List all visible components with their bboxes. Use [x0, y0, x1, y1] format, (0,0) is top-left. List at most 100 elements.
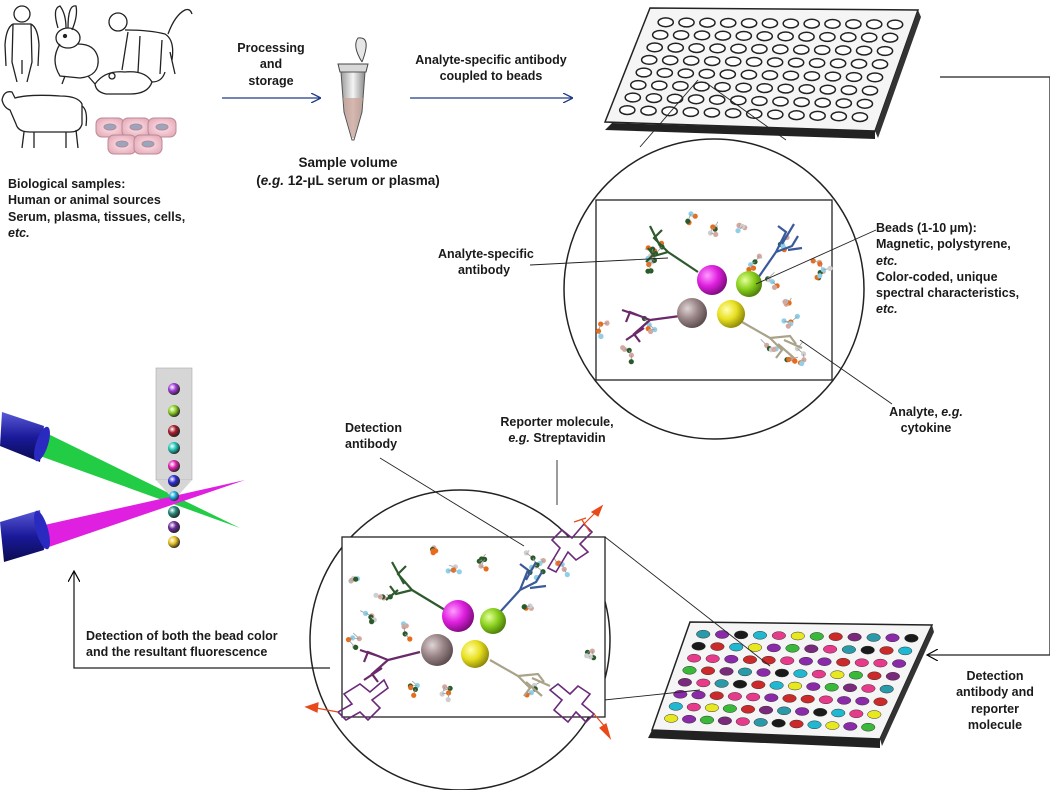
plate-well	[879, 684, 894, 694]
molecule-atom	[652, 327, 658, 333]
bead-yellow-bottom	[461, 640, 489, 668]
molecule-atom	[373, 592, 379, 598]
plate-well	[824, 682, 839, 692]
molecule-atom	[377, 594, 383, 600]
plate-well	[860, 645, 875, 655]
plate-well	[691, 690, 706, 700]
plate-well	[729, 95, 747, 106]
bead-magenta-top	[697, 265, 727, 295]
plate-well	[898, 646, 913, 656]
plate-well	[752, 631, 768, 640]
plate-well	[848, 670, 863, 680]
plate-well	[860, 32, 878, 43]
molecule-atom	[648, 328, 654, 335]
bead-magenta-bottom	[442, 600, 474, 632]
plate-well	[740, 69, 758, 80]
mouse-icon	[94, 71, 166, 95]
well-plate-bottom	[648, 621, 934, 748]
plate-well	[798, 656, 813, 666]
cells-icon	[95, 117, 177, 155]
plate-well	[699, 17, 716, 28]
plate-well	[661, 55, 679, 66]
pointer-analyte	[799, 339, 893, 405]
molecule-atom	[817, 273, 823, 279]
cow-icon	[1, 91, 88, 149]
plate-well	[824, 18, 841, 30]
plate-well	[855, 696, 870, 706]
molecule-atom	[353, 644, 359, 651]
plate-well	[682, 666, 697, 675]
plate-well	[830, 111, 848, 122]
plate-well	[667, 42, 685, 53]
plate-well	[850, 58, 868, 69]
plate-well	[727, 692, 742, 701]
plate-well	[777, 31, 794, 42]
plate-well	[709, 43, 726, 54]
plate-well	[730, 43, 747, 54]
plate-well	[892, 659, 907, 668]
plate-well	[777, 706, 792, 716]
reporter-marker-icon	[304, 504, 612, 741]
plate-well	[828, 632, 843, 641]
plate-well	[839, 32, 857, 43]
plate-well	[823, 644, 838, 654]
plate-well	[682, 106, 700, 118]
plate-well	[803, 18, 821, 29]
detection-both-label: Detection of both the bead color and the…	[86, 629, 278, 660]
plate-well	[666, 93, 684, 104]
analyte-antibody-label: Analyte-specific antibody	[438, 247, 534, 278]
zoom-line-bottom-1	[604, 536, 771, 667]
plate-well	[677, 678, 692, 687]
plate-well	[682, 55, 700, 66]
plate-well	[818, 695, 833, 705]
plate-well	[808, 57, 826, 69]
molecule-atom	[685, 218, 691, 224]
plate-well	[790, 631, 805, 641]
plate-well	[635, 67, 653, 78]
flow-bead	[168, 425, 180, 437]
antibody-bottom-green	[499, 561, 547, 613]
plate-well	[700, 666, 716, 676]
flow-bead	[168, 536, 180, 548]
processing-label: Processing and storage	[237, 41, 305, 88]
plate-well	[845, 18, 862, 30]
plate-well	[729, 642, 744, 652]
plate-well	[735, 30, 753, 42]
plate-well	[904, 633, 919, 643]
plate-well	[734, 630, 749, 640]
plate-well	[764, 693, 779, 702]
plate-well	[824, 71, 842, 82]
plate-well	[829, 58, 847, 69]
plate-well	[856, 98, 874, 109]
plate-well	[811, 669, 826, 679]
molecules-top	[595, 211, 833, 367]
molecule-atom	[782, 299, 788, 305]
plate-well	[792, 44, 810, 55]
pointer-beads	[755, 229, 877, 285]
plate-well	[861, 85, 879, 96]
plate-well	[740, 705, 756, 714]
plate-well	[774, 668, 789, 678]
plate-well	[756, 668, 771, 677]
plate-well	[714, 679, 729, 688]
plate-well	[703, 107, 721, 118]
flow-bead	[168, 405, 180, 417]
molecule-atom	[785, 323, 791, 329]
plate-well	[732, 679, 748, 689]
plate-well	[686, 702, 701, 712]
molecule-atom	[447, 685, 453, 691]
antibody-bottom-yellow	[489, 659, 551, 697]
plate-well	[710, 642, 725, 651]
plate-well	[640, 105, 657, 116]
plate-well	[687, 653, 702, 663]
plate-well	[788, 110, 805, 121]
pointer-detection-antibody	[379, 457, 525, 547]
plate-well	[714, 81, 731, 93]
plate-well	[766, 57, 784, 68]
molecule-atom	[598, 333, 604, 339]
plate-well	[849, 709, 864, 719]
plate-well	[687, 94, 705, 105]
plate-well	[714, 30, 732, 41]
molecule-atom	[688, 211, 694, 217]
plate-well	[800, 694, 815, 704]
